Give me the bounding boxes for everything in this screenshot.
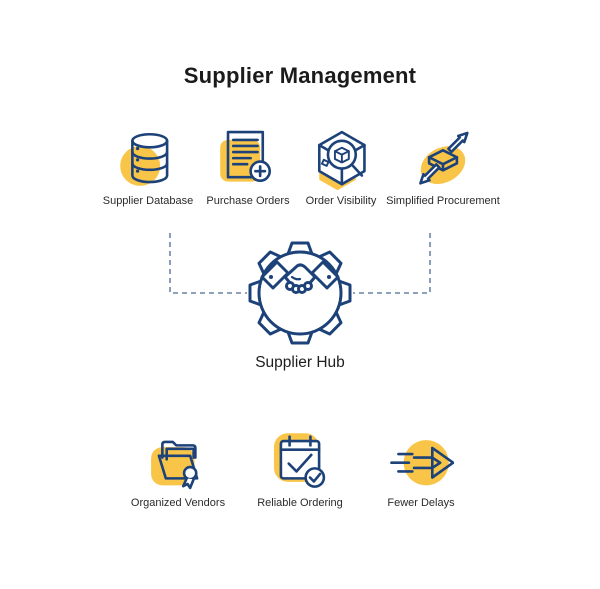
feature-supplier-database: Supplier Database	[83, 126, 213, 207]
feature-label: Fewer Delays	[387, 497, 455, 509]
feature-label: Order Visibility	[305, 195, 377, 207]
handshake-gear-icon	[248, 241, 352, 345]
feature-purchase-orders: Purchase Orders	[183, 126, 313, 207]
feature-simplified-procurement: Simplified Procurement	[378, 126, 508, 207]
feature-label: Reliable Ordering	[257, 497, 343, 509]
hub-label: Supplier Hub	[255, 354, 345, 371]
feature-label: Purchase Orders	[206, 195, 290, 207]
feature-label: Supplier Database	[102, 195, 194, 207]
feature-label: Simplified Procurement	[386, 195, 500, 207]
document-plus-icon	[220, 130, 272, 183]
calendar-check-icon	[273, 433, 326, 488]
box-transfer-arrows-icon	[419, 131, 469, 185]
feature-order-visibility: Order Visibility	[276, 126, 406, 207]
folder-badge-icon	[151, 440, 199, 490]
cube-magnifier-icon	[317, 130, 366, 191]
feature-label: Organized Vendors	[130, 497, 226, 509]
database-icon	[120, 132, 169, 186]
feature-organized-vendors: Organized Vendors	[113, 428, 243, 509]
page-title: Supplier Management	[183, 63, 417, 88]
speed-arrow-icon	[390, 440, 454, 486]
feature-fewer-delays: Fewer Delays	[356, 428, 486, 509]
feature-reliable-ordering: Reliable Ordering	[235, 428, 365, 509]
